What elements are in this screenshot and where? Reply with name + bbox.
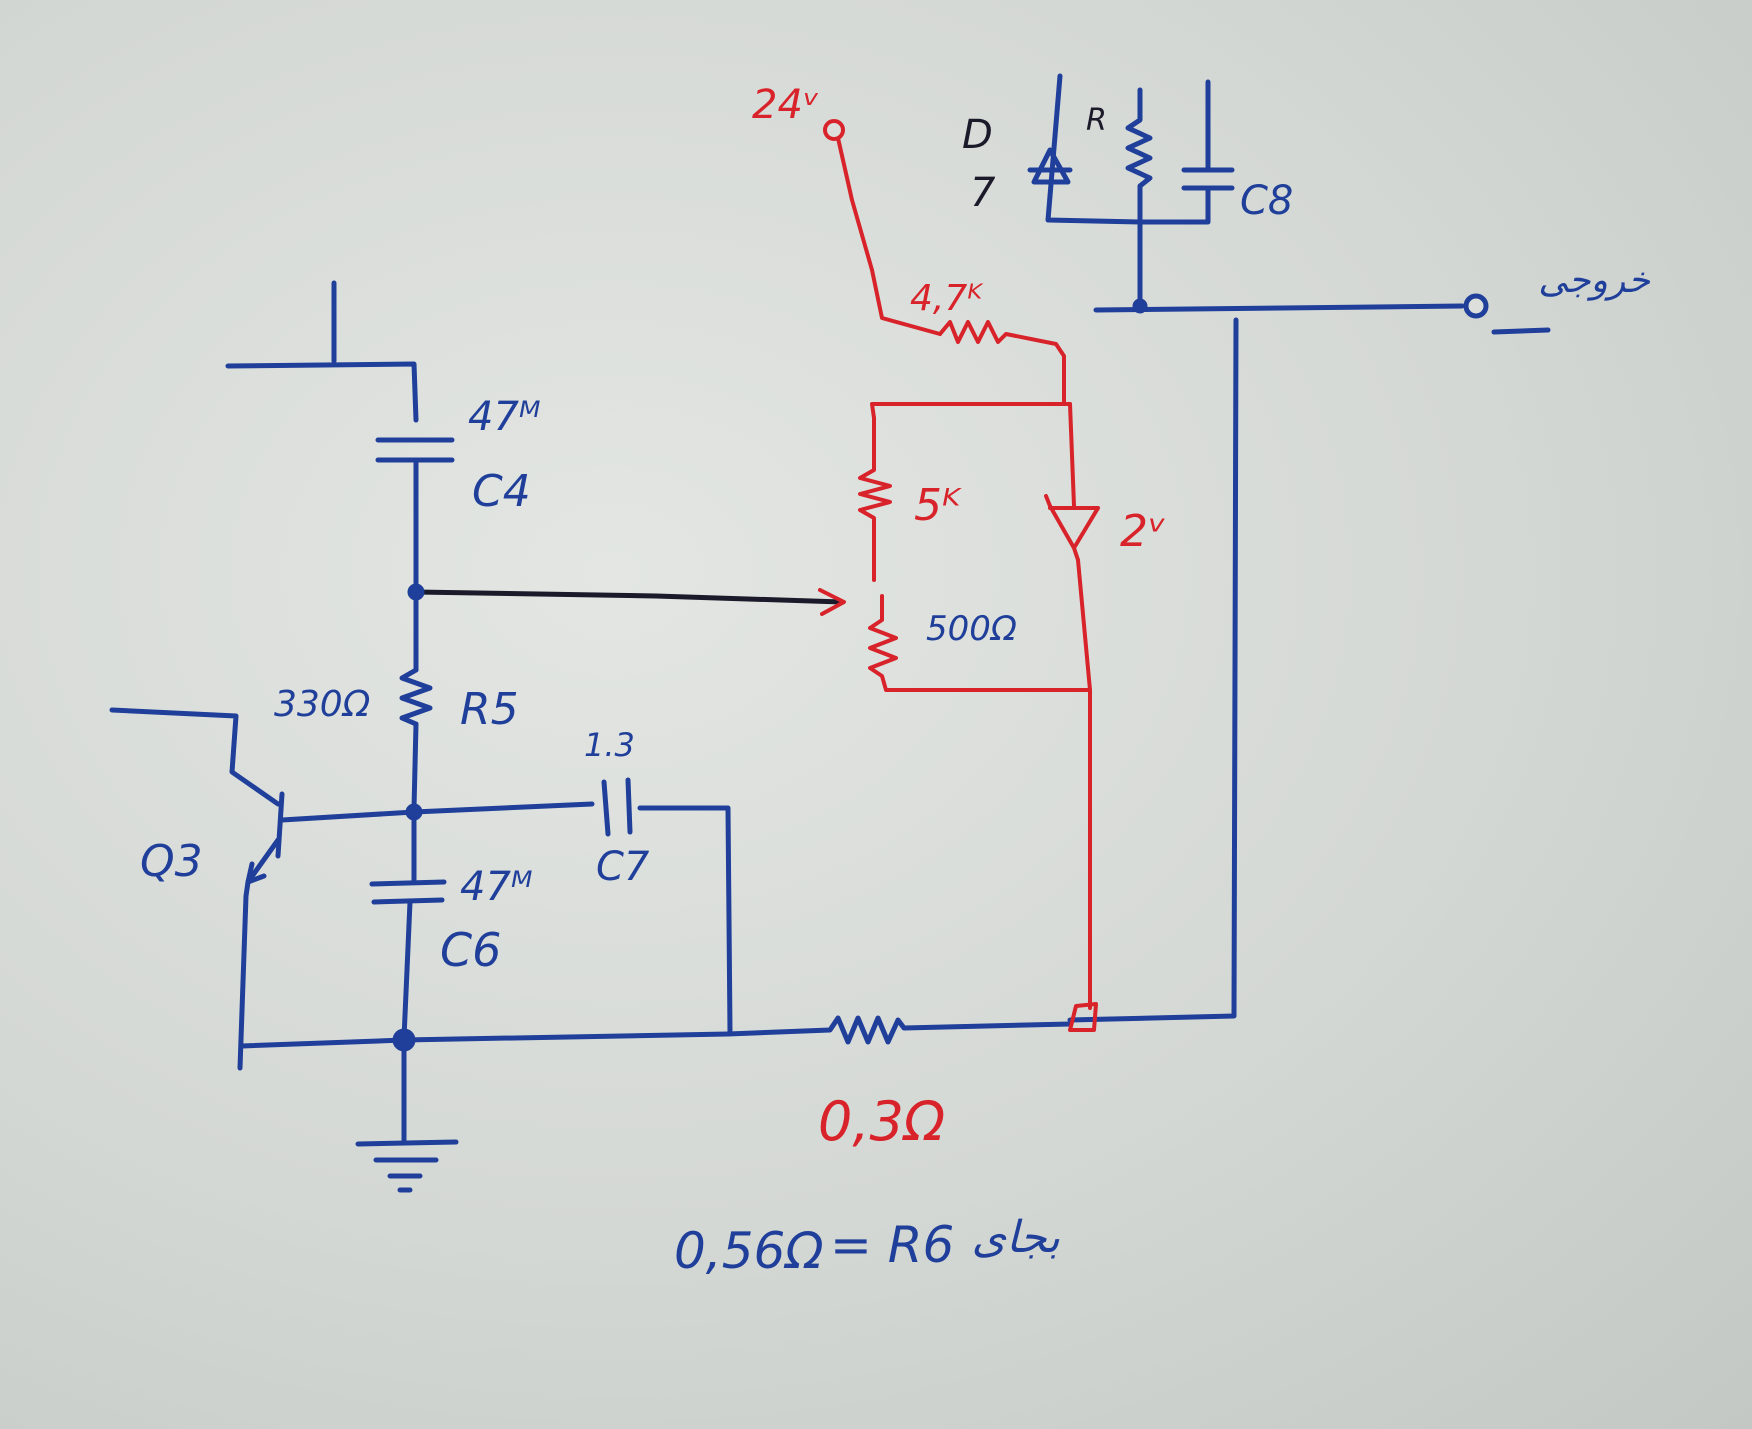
- label-r: R: [1086, 103, 1107, 138]
- resistor-r-top: [1125, 87, 1153, 225]
- red-wiring: [836, 136, 1100, 1032]
- q3-base-bar: [275, 791, 285, 859]
- output-rail: [1093, 303, 1465, 313]
- note-value: 0,56Ω: [674, 1222, 824, 1280]
- label-pot-500: 500Ω: [926, 609, 1017, 649]
- q3-emitter-arrow: [245, 861, 267, 885]
- node-base-junction: [405, 803, 423, 821]
- label-r-4-7k: 4,7ᴷ: [910, 278, 984, 319]
- label-zener-2v: 2ᵛ: [1120, 506, 1166, 557]
- label-r-5k: 5ᴷ: [914, 480, 962, 531]
- label-d: D: [962, 112, 993, 158]
- resistor-4-7k: [938, 320, 1066, 406]
- r5-resistor: [399, 667, 433, 727]
- bottom-rail: [239, 1031, 731, 1049]
- label-q3: Q3: [140, 836, 203, 887]
- node-output-junction: [1132, 298, 1148, 314]
- label-c4-value: 47ᴹ: [468, 394, 541, 440]
- output-dash: [1491, 327, 1551, 335]
- blue-wiring: [109, 73, 1551, 1193]
- q3-emitter: [237, 837, 281, 1071]
- label-c6-name: C6: [440, 923, 501, 977]
- nodes: [392, 119, 1489, 1052]
- label-r6-value: 0,3Ω: [818, 1090, 945, 1153]
- zener-to-junction: [1076, 558, 1092, 1010]
- top-rail: [225, 361, 419, 423]
- diode-d7-lead: [1045, 73, 1143, 309]
- label-c8: C8: [1240, 178, 1293, 224]
- ground-symbol: [355, 1139, 459, 1193]
- c4-capacitor: [375, 437, 455, 463]
- label-d-number: 7: [970, 170, 996, 216]
- zener-2v: [1048, 402, 1100, 562]
- label-c4-name: C4: [472, 466, 531, 517]
- resistor-5k: [858, 416, 892, 582]
- output-return: [1067, 317, 1239, 1023]
- red-junction-blob: [1068, 1002, 1098, 1032]
- note-equals-r6: = R6: [830, 1216, 954, 1274]
- label-r5-value: 330Ω: [274, 684, 371, 725]
- label-r5-name: R5: [460, 684, 519, 735]
- c7-capacitor: [601, 777, 633, 837]
- c6-capacitor: [369, 879, 447, 905]
- note-instead-of: بجای: [972, 1212, 1061, 1263]
- q3-base-line: [279, 801, 595, 823]
- supply-24v-lead: [836, 136, 942, 336]
- r6-resistor: [725, 1015, 1073, 1045]
- c7-right-wire: [637, 805, 733, 1035]
- q3-collector: [109, 707, 281, 807]
- diode-d7: [1027, 147, 1073, 185]
- c6-wire-bottom: [401, 899, 413, 1041]
- zener-2v-tail: [1044, 494, 1052, 508]
- node-c4-junction: [407, 583, 425, 601]
- label-output: خروجی: [1538, 260, 1651, 301]
- label-24v: 24ᵛ: [752, 82, 820, 128]
- wiper-arrow: [818, 588, 846, 616]
- label-c7-value: 1.3: [584, 726, 635, 764]
- node-ground-junction: [392, 1028, 416, 1052]
- r5-wire-bottom: [411, 721, 419, 811]
- red-top-branch: [870, 402, 1072, 420]
- potentiometer-500: [868, 594, 1092, 692]
- output-terminal: [1463, 293, 1489, 319]
- label-c7-name: C7: [596, 844, 650, 890]
- capacitor-c8: [1137, 79, 1235, 225]
- wiper-feed-wire: [413, 589, 845, 605]
- supply-24v-terminal: [823, 119, 845, 141]
- label-c6-value: 47ᴹ: [460, 864, 533, 910]
